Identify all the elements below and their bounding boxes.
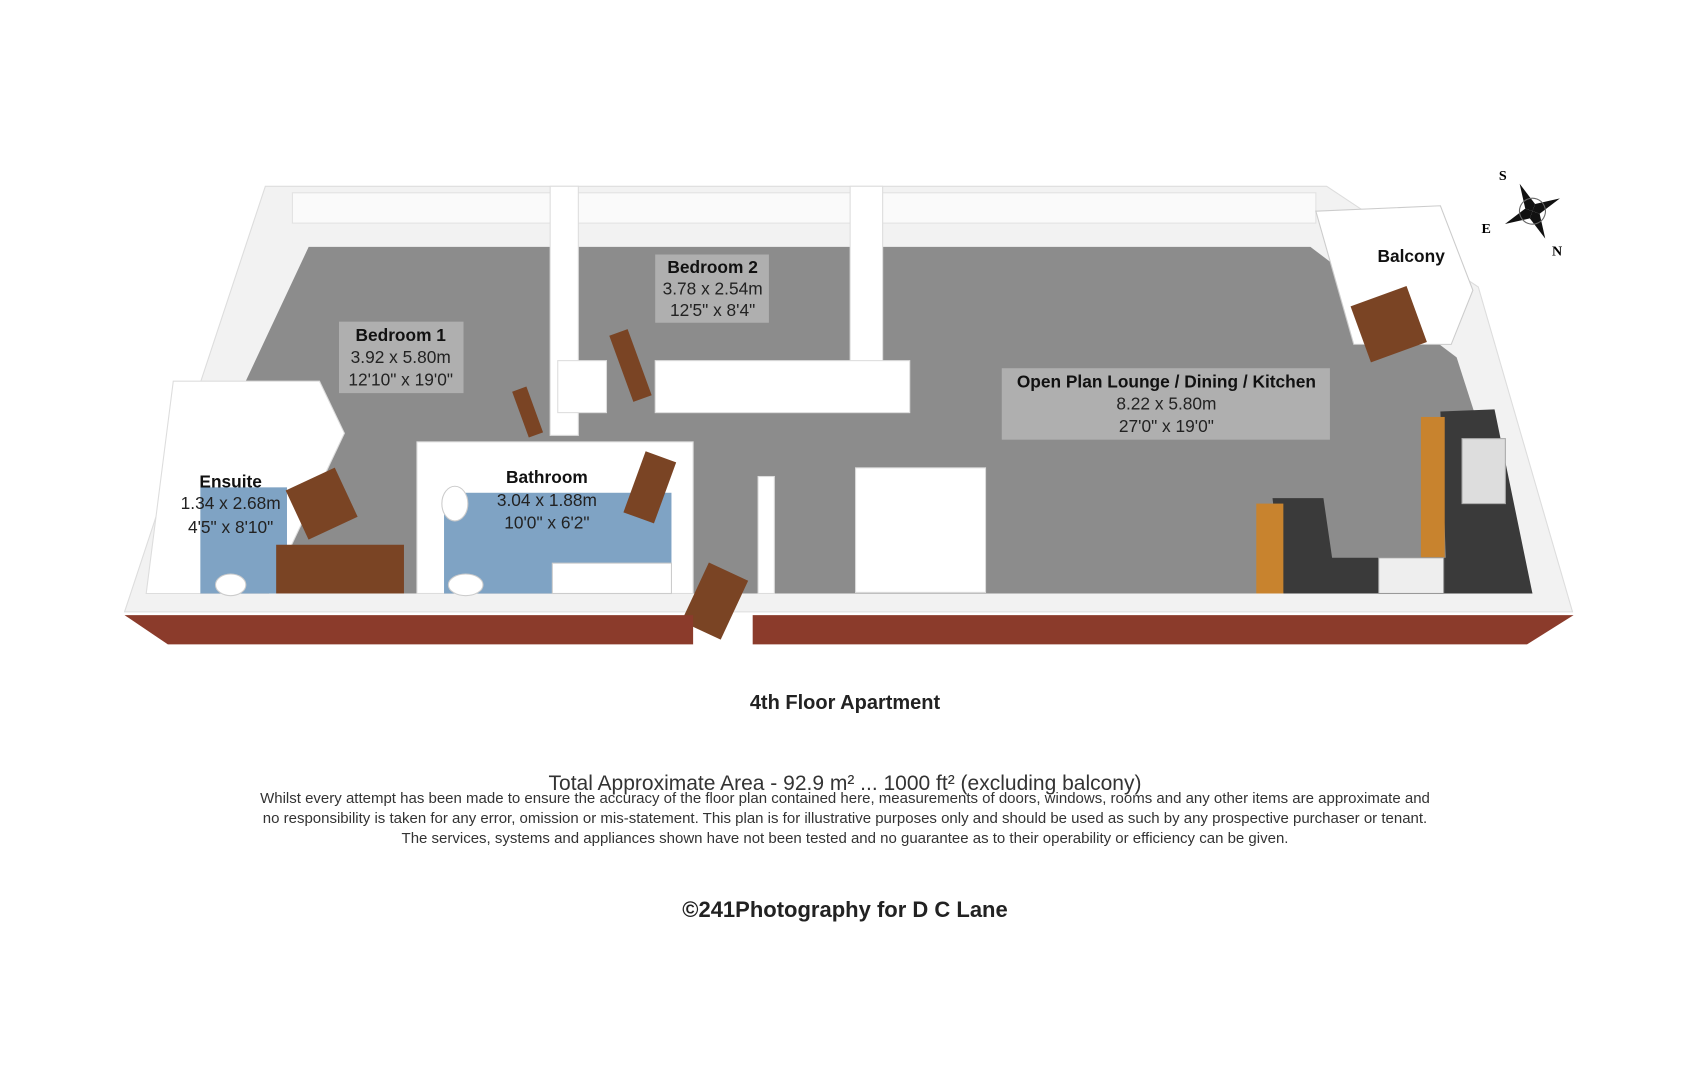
door-ensuite	[285, 467, 358, 540]
svg-text:Bedroom 2: Bedroom 2	[667, 257, 757, 277]
compass-icon	[1504, 183, 1560, 239]
ensuite-tiles	[200, 487, 287, 594]
wall-bedroom2-divider	[849, 185, 884, 371]
compass-s: S	[1499, 168, 1507, 184]
disclaimer-line-1: Whilst every attempt has been made to en…	[260, 790, 1430, 807]
toilet	[447, 573, 484, 597]
door-bedroom2	[609, 329, 652, 402]
svg-text:Bedroom 1: Bedroom 1	[355, 325, 446, 345]
svg-text:4'5" x 8'10": 4'5" x 8'10"	[188, 517, 273, 537]
svg-text:8.22 x 5.80m: 8.22 x 5.80m	[1116, 393, 1216, 413]
wardrobe	[276, 544, 404, 594]
kitchen-cabinet-right	[1420, 416, 1445, 558]
svg-text:12'10" x 19'0": 12'10" x 19'0"	[348, 370, 453, 390]
ensuite-toilet	[214, 573, 247, 597]
basin	[441, 485, 469, 522]
disclaimer-line-3: The services, systems and appliances sho…	[401, 830, 1289, 847]
room-label-open-plan: Open Plan Lounge / Dining / Kitchen 8.22…	[1001, 368, 1330, 440]
wall-bedroom2-left	[557, 360, 608, 414]
hall-wall	[757, 475, 775, 595]
cupboard-wall	[855, 467, 987, 593]
door-bathroom	[623, 451, 677, 524]
room-label-bedroom-1: Bedroom 1 3.92 x 5.80m 12'10" x 19'0"	[338, 321, 464, 394]
total-area: Total Approximate Area - 92.9 m² ... 100…	[548, 772, 1142, 795]
room-label-bathroom: Bathroom 3.04 x 1.88m 10'0" x 6'2"	[497, 467, 597, 532]
kitchen-cabinet	[1256, 503, 1284, 594]
back-wall	[291, 192, 1317, 224]
svg-text:12'5" x 8'4": 12'5" x 8'4"	[670, 300, 755, 320]
brick-base	[124, 615, 694, 645]
svg-text:27'0" x 19'0": 27'0" x 19'0"	[1119, 416, 1214, 436]
bath	[551, 562, 673, 595]
compass-n: N	[1552, 244, 1562, 260]
svg-text:Open Plan Lounge / Dining / Ki: Open Plan Lounge / Dining / Kitchen	[1017, 372, 1316, 392]
copyright: ©241Photography for D C Lane	[682, 897, 1008, 922]
svg-text:1.34 x 2.68m: 1.34 x 2.68m	[181, 493, 281, 513]
svg-text:3.92 x 5.80m: 3.92 x 5.80m	[351, 347, 451, 367]
hob	[1378, 557, 1445, 595]
room-label-ensuite: Ensuite 1.34 x 2.68m 4'5" x 8'10"	[181, 471, 281, 536]
room-label-balcony: Balcony	[1377, 246, 1445, 266]
brick-base	[752, 615, 1574, 645]
door-entrance	[681, 562, 749, 640]
svg-text:3.04 x 1.88m: 3.04 x 1.88m	[497, 490, 597, 510]
svg-text:Ensuite: Ensuite	[199, 471, 262, 491]
disclaimer-line-2: no responsibility is taken for any error…	[262, 810, 1428, 827]
door-bedroom1	[512, 386, 544, 438]
sink	[1461, 438, 1506, 505]
svg-text:10'0" x 6'2": 10'0" x 6'2"	[504, 513, 589, 533]
floor-title: 4th Floor Apartment	[749, 692, 941, 714]
svg-text:3.78 x 2.54m: 3.78 x 2.54m	[663, 279, 763, 299]
svg-text:Bathroom: Bathroom	[506, 467, 588, 487]
wall-bedroom2-front	[654, 360, 911, 414]
compass-e: E	[1482, 221, 1491, 237]
door-balcony	[1350, 286, 1427, 363]
room-label-bedroom-2: Bedroom 2 3.78 x 2.54m 12'5" x 8'4"	[655, 254, 769, 323]
